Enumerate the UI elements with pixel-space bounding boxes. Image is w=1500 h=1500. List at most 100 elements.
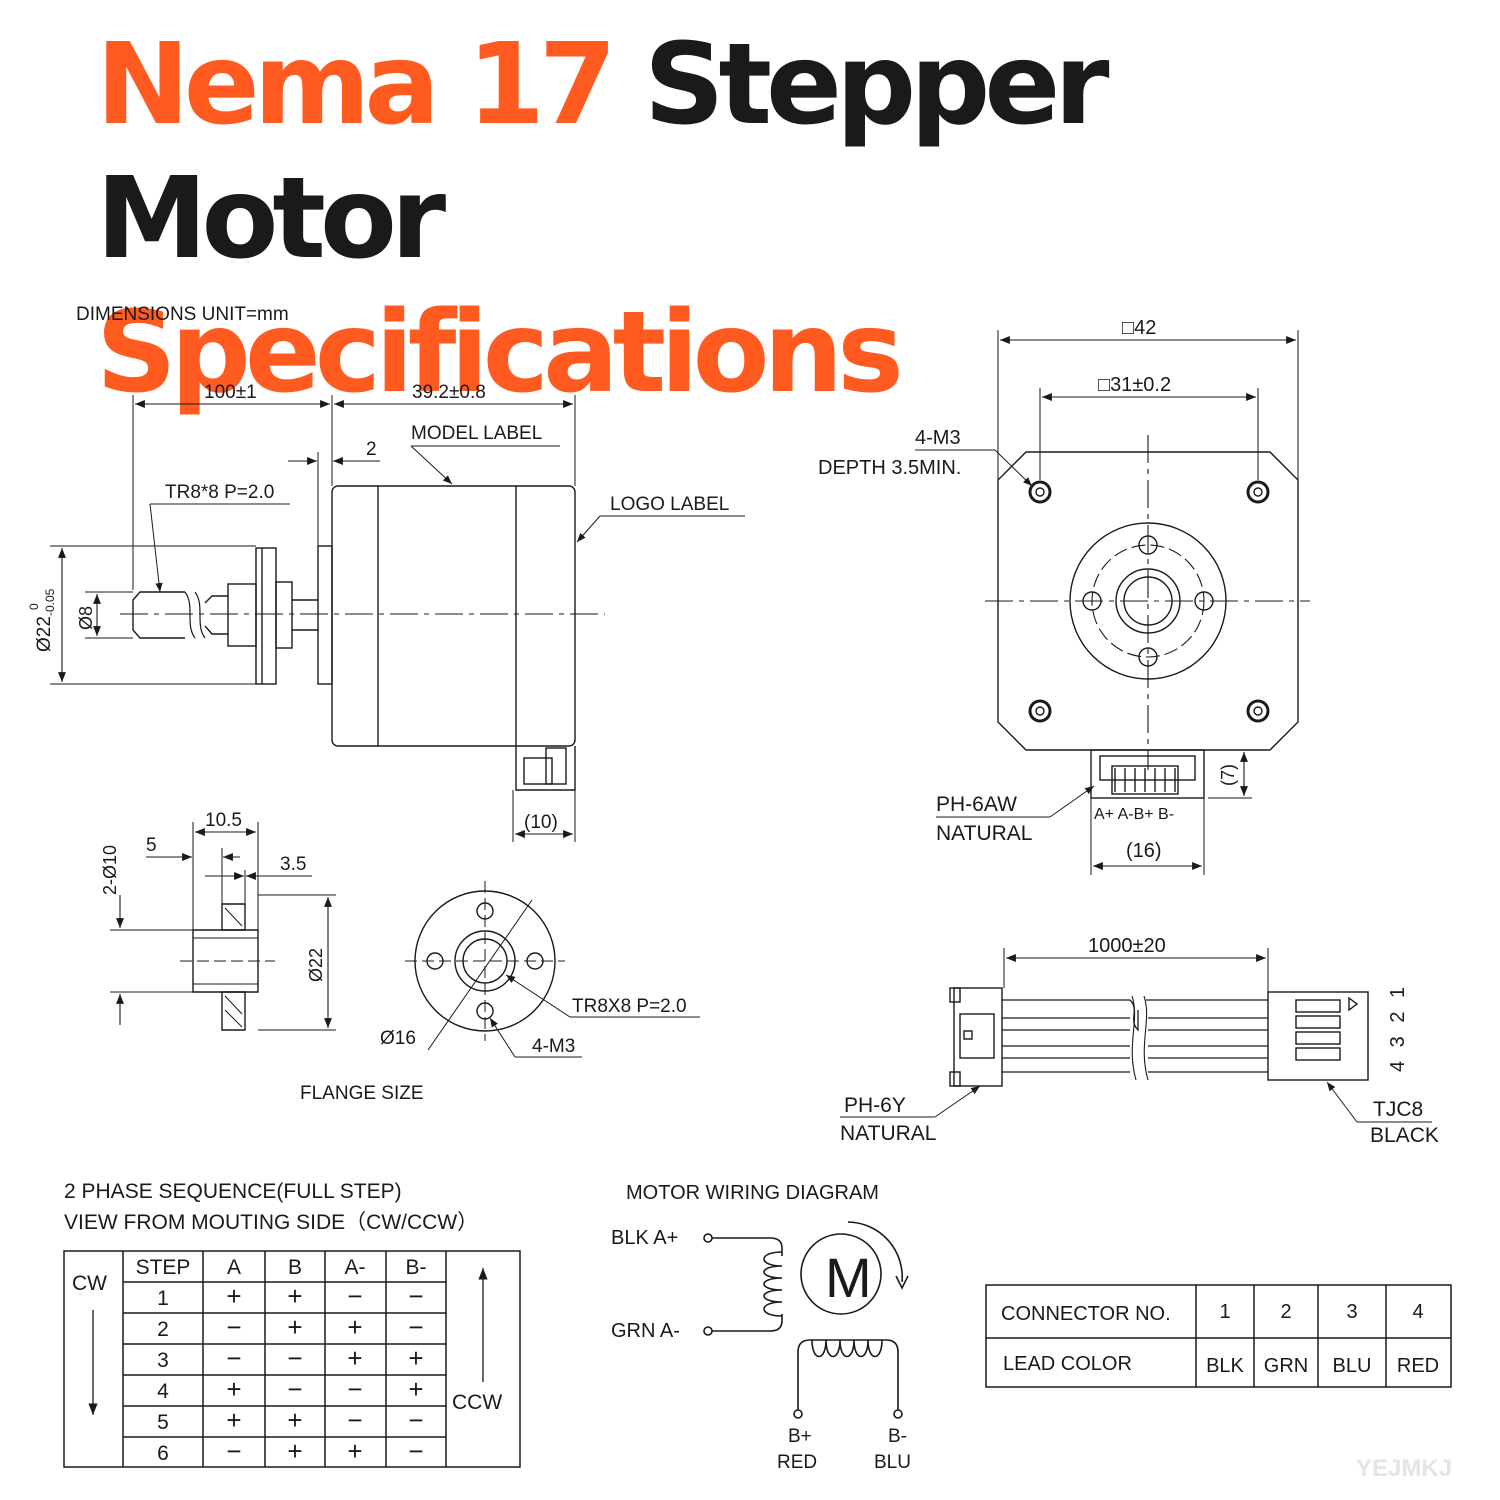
rotation-arrow (847, 1221, 904, 1283)
lead-color-cell: BLK (1206, 1355, 1244, 1377)
connector-no-label: CONNECTOR NO. (1001, 1303, 1171, 1325)
phase-step-cell: 6 (157, 1442, 169, 1465)
phase-sign-cell: − (408, 1436, 423, 1466)
pin-labels: A+ A-B+ B- (1094, 806, 1174, 823)
cable-left-connector (953, 987, 1003, 1087)
wiring-b-minus-color: BLU (874, 1452, 911, 1473)
lead-screw (204, 595, 228, 635)
connector-type-text: PH-6AW (936, 793, 1017, 816)
phase-header-cell: A (227, 1256, 241, 1279)
phase-step-cell: 5 (157, 1411, 169, 1434)
dim-boss-tol-upper: 0 (27, 603, 41, 610)
mount-depth-text: DEPTH 3.5MIN. (818, 457, 961, 479)
phase-sign-cell: − (347, 1281, 362, 1311)
cable-right-type: TJC8 (1373, 1098, 1423, 1121)
lead-color-cell: RED (1397, 1355, 1439, 1377)
page-title: Nema 17 Stepper Motor Specifications (96, 18, 1476, 420)
phase-sign-cell: − (287, 1374, 302, 1404)
wiring-a-minus: GRN A- (611, 1320, 680, 1342)
cable-right-connector (1267, 991, 1369, 1081)
phase-step-cell: 3 (157, 1349, 169, 1372)
dim-connector-depth: (10) (524, 812, 558, 833)
dim-boss-diameter: Ø22 (34, 616, 55, 652)
cable-wires (1002, 995, 1268, 1081)
phase-sign-cell: − (347, 1374, 362, 1404)
front-view: □42 □31±0.2 4-M3 DEPTH 3.5MIN. (7) PH-6A… (818, 317, 1310, 875)
connector-number-cell: 4 (1412, 1301, 1423, 1323)
dim-holes: 2-Ø10 (100, 845, 120, 895)
connector-number-cell: 1 (1219, 1301, 1230, 1323)
dim-screw-diameter: Ø8 (76, 606, 96, 630)
title-line-2: Specifications (96, 286, 1476, 420)
motor-body (331, 485, 576, 747)
dim-connector-height: (7) (1218, 764, 1238, 786)
flange-bolt-circle-text: Ø16 (380, 1028, 416, 1049)
phase-sign-cell: + (287, 1436, 302, 1466)
phase-sign-cell: + (347, 1343, 362, 1373)
front-body (997, 451, 1299, 751)
cable-pin-numbers: 4 3 2 1 (1387, 983, 1409, 1072)
phase-table-grid (63, 1250, 521, 1468)
phase-sign-cell: − (226, 1343, 241, 1373)
lead-color-label: LEAD COLOR (1003, 1353, 1132, 1375)
wiring-a-plus: BLK A+ (611, 1227, 678, 1249)
phase-sign-cell: − (408, 1405, 423, 1435)
phase-step-cell: 2 (157, 1318, 169, 1341)
cable-right-color: BLACK (1370, 1124, 1439, 1147)
screw-flange (255, 547, 277, 685)
phase-header-cell: B (288, 1256, 302, 1279)
coil-b (811, 1339, 883, 1358)
connector-number-cell: 3 (1346, 1301, 1357, 1323)
phase-sign-cell: + (287, 1312, 302, 1342)
flange-detail: 10.5 5 3.5 2-Ø10 Ø22 TR8X8 P=2.0 Ø1 (100, 810, 700, 1104)
phase-sign-cell: + (226, 1281, 241, 1311)
phase-sign-cell: + (347, 1312, 362, 1342)
phase-header-cell: A- (345, 1256, 366, 1279)
phase-sign-cell: + (347, 1436, 362, 1466)
dim-boss-thickness: 2 (366, 439, 377, 460)
wiring-diagram: MOTOR WIRING DIAGRAM BLK A+ GRN A- M B+ … (611, 1182, 911, 1473)
side-view: DIMENSIONS UNIT=mm 100±1 39.2±0.8 (27, 304, 745, 842)
phase-sign-cell: + (226, 1374, 241, 1404)
flange-screws-text: 4-M3 (532, 1036, 575, 1057)
lead-color-cell: BLU (1333, 1355, 1372, 1377)
wiring-b-plus: B+ (788, 1426, 812, 1447)
phase-sign-cell: + (287, 1405, 302, 1435)
phase-header-cell: B- (406, 1256, 427, 1279)
phase-sign-cell: − (226, 1436, 241, 1466)
motor-symbol-letter: M (825, 1246, 872, 1309)
connector-color-text: NATURAL (936, 822, 1032, 845)
phase-sign-cell: − (347, 1405, 362, 1435)
dim-body-length: 39.2±0.8 (412, 382, 486, 403)
mount-thread-text: 4-M3 (915, 427, 961, 449)
dim-hub-width: 5 (146, 835, 157, 856)
mounting-boss (317, 545, 333, 685)
unit-note: DIMENSIONS UNIT=mm (76, 304, 289, 325)
phase-sequence: 2 PHASE SEQUENCE(FULL STEP) VIEW FROM MO… (63, 1180, 521, 1468)
screw-spec-text: TR8*8 P=2.0 (165, 482, 274, 503)
watermark: YEJMKJ (1356, 1455, 1452, 1482)
phase-title-1: 2 PHASE SEQUENCE(FULL STEP) (64, 1180, 402, 1203)
phase-sign-cell: − (287, 1343, 302, 1373)
dim-hole-pitch: □31±0.2 (1098, 374, 1171, 396)
front-connector (1090, 749, 1205, 799)
dim-screw-length: 100±1 (204, 382, 257, 403)
connector-number-cell: 2 (1280, 1301, 1291, 1323)
wiring-b-plus-color: RED (777, 1452, 817, 1473)
title-specifications: Specifications (96, 288, 904, 418)
title-line-1: Nema 17 Stepper Motor (96, 18, 1476, 286)
dim-flange-diameter: Ø22 (306, 948, 326, 982)
phase-sign-cell: + (226, 1405, 241, 1435)
phase-title-2: VIEW FROM MOUTING SIDE（CW/CCW） (64, 1211, 478, 1234)
phase-step-cell: 1 (157, 1287, 169, 1310)
dim-connector-width: (16) (1126, 840, 1162, 862)
cable-left-type: PH-6Y (844, 1094, 906, 1117)
front-boss (1069, 522, 1227, 680)
title-stepper-motor: Stepper Motor (96, 20, 1110, 284)
dim-boss-tol-lower: -0.05 (43, 588, 57, 616)
mount-holes (1028, 480, 1270, 723)
dim-cable-length: 1000±20 (1088, 935, 1166, 957)
